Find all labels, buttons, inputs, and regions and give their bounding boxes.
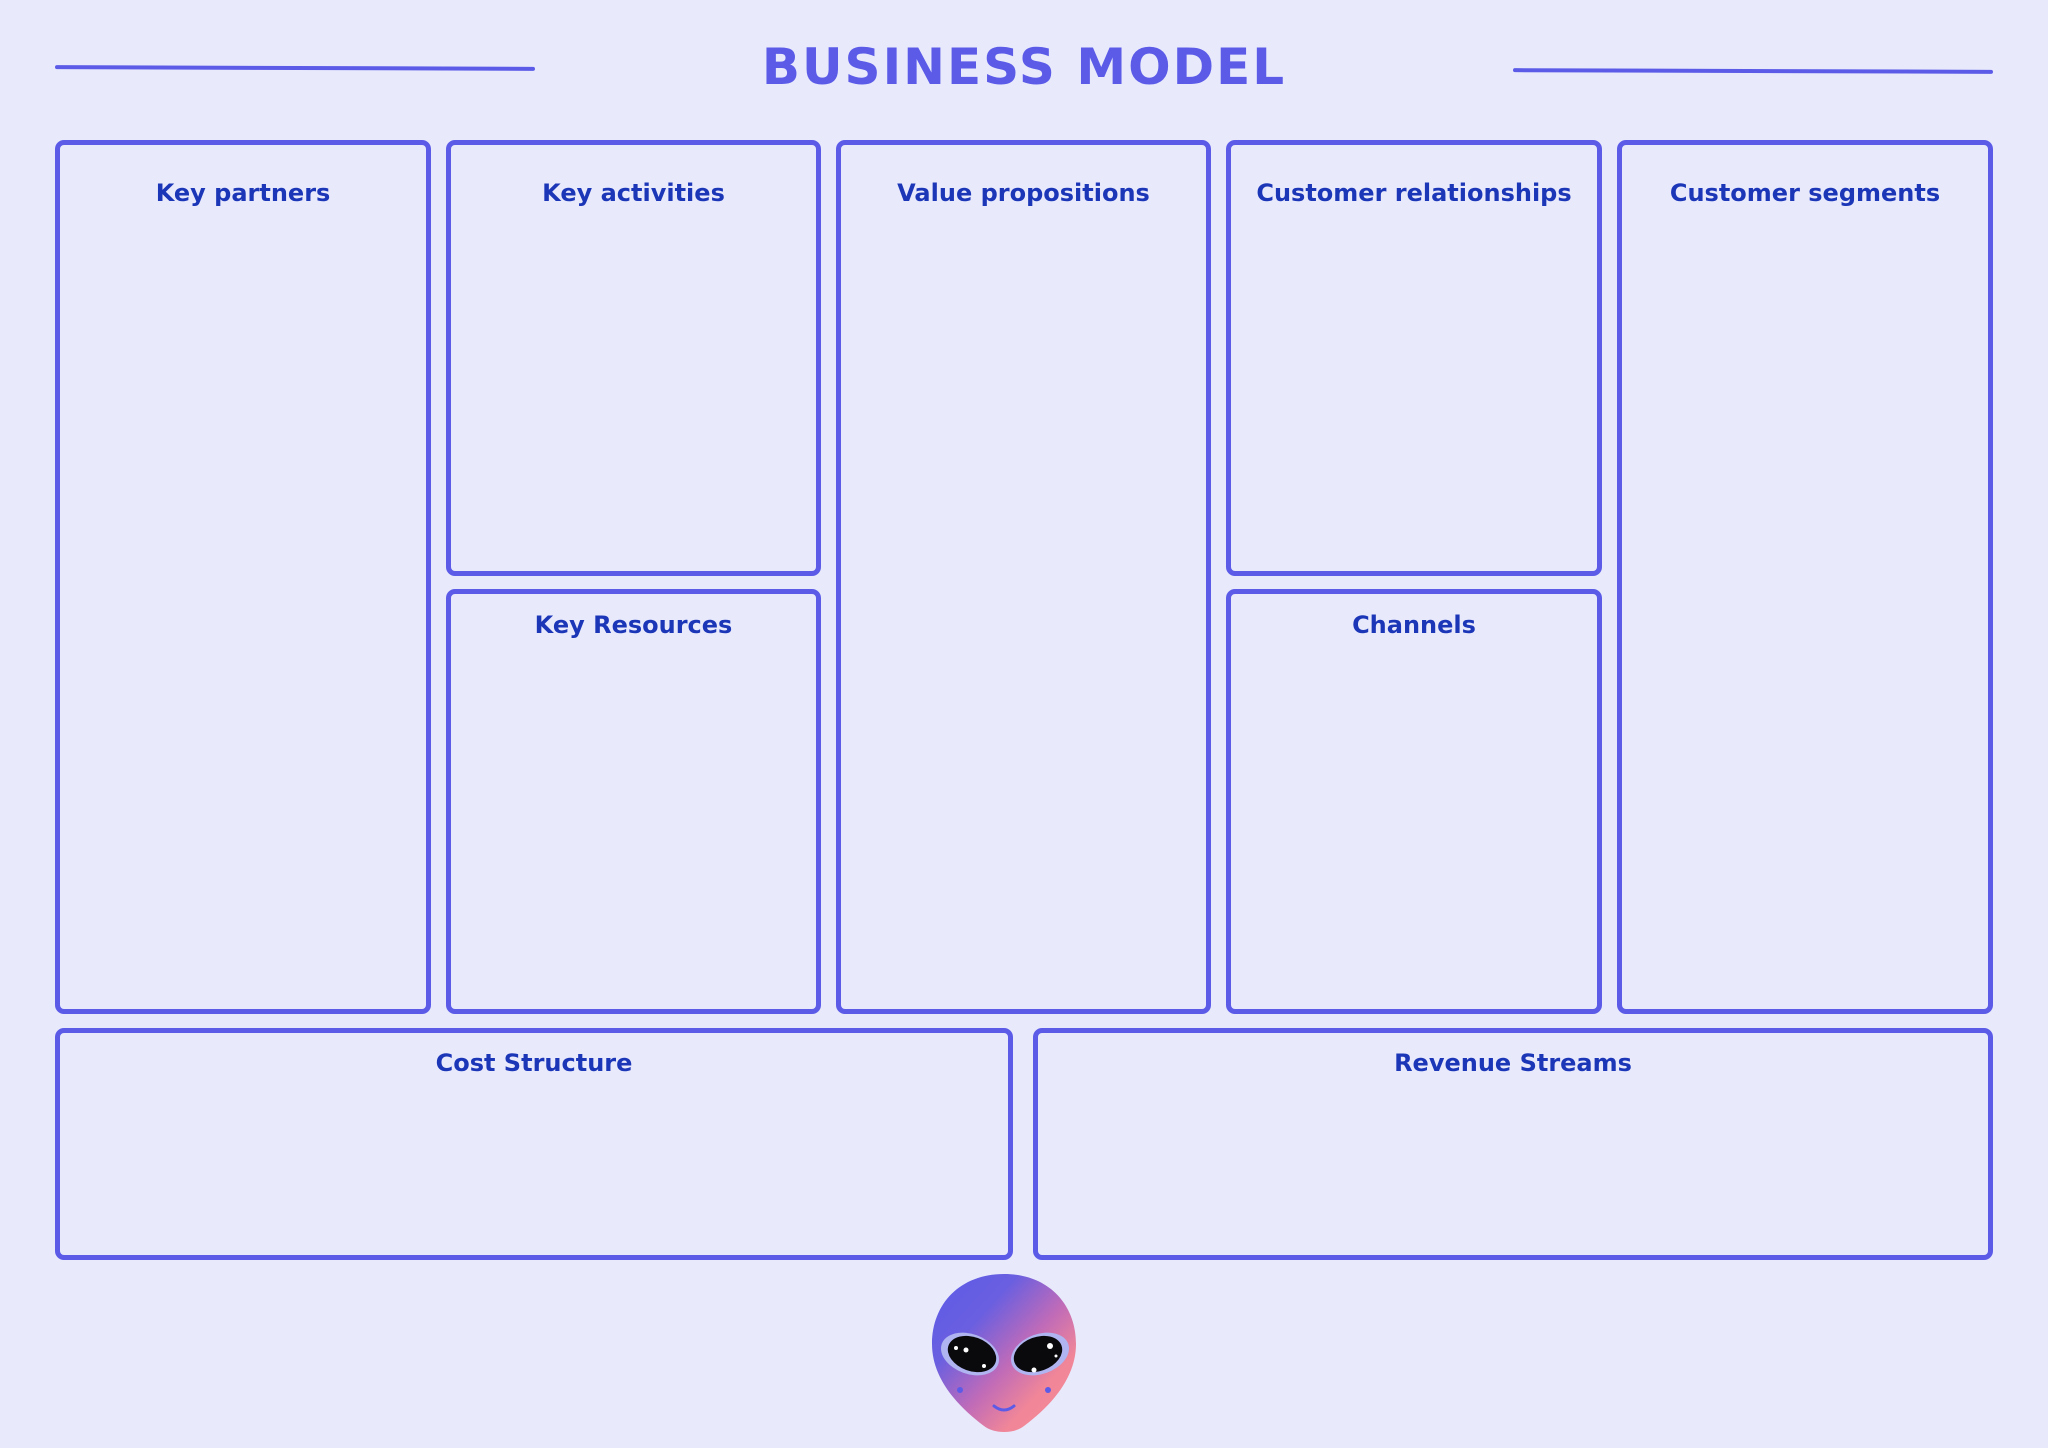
block-customer-segments[interactable]: Customer segments bbox=[1617, 140, 1993, 1014]
page-title: BUSINESS MODEL bbox=[761, 38, 1287, 96]
block-title: Channels bbox=[1352, 611, 1476, 639]
block-revenue-streams[interactable]: Revenue Streams bbox=[1033, 1028, 1993, 1260]
block-title: Key activities bbox=[542, 179, 725, 207]
block-key-partners[interactable]: Key partners bbox=[55, 140, 431, 1014]
block-title: Cost Structure bbox=[435, 1049, 633, 1077]
alien-head-icon bbox=[932, 1274, 1076, 1432]
block-key-activities[interactable]: Key activities bbox=[446, 140, 821, 576]
block-customer-relationships[interactable]: Customer relationships bbox=[1226, 140, 1602, 576]
block-channels[interactable]: Channels bbox=[1226, 589, 1602, 1014]
block-title: Customer relationships bbox=[1256, 179, 1572, 207]
block-title: Revenue Streams bbox=[1394, 1049, 1632, 1077]
block-title: Customer segments bbox=[1669, 179, 1941, 207]
block-value-propositions[interactable]: Value propositions bbox=[836, 140, 1211, 1014]
block-key-resources[interactable]: Key Resources bbox=[446, 589, 821, 1014]
block-title: Key partners bbox=[155, 179, 331, 207]
block-title: Value propositions bbox=[897, 179, 1150, 207]
block-title: Key Resources bbox=[534, 611, 733, 639]
block-cost-structure[interactable]: Cost Structure bbox=[55, 1028, 1013, 1260]
